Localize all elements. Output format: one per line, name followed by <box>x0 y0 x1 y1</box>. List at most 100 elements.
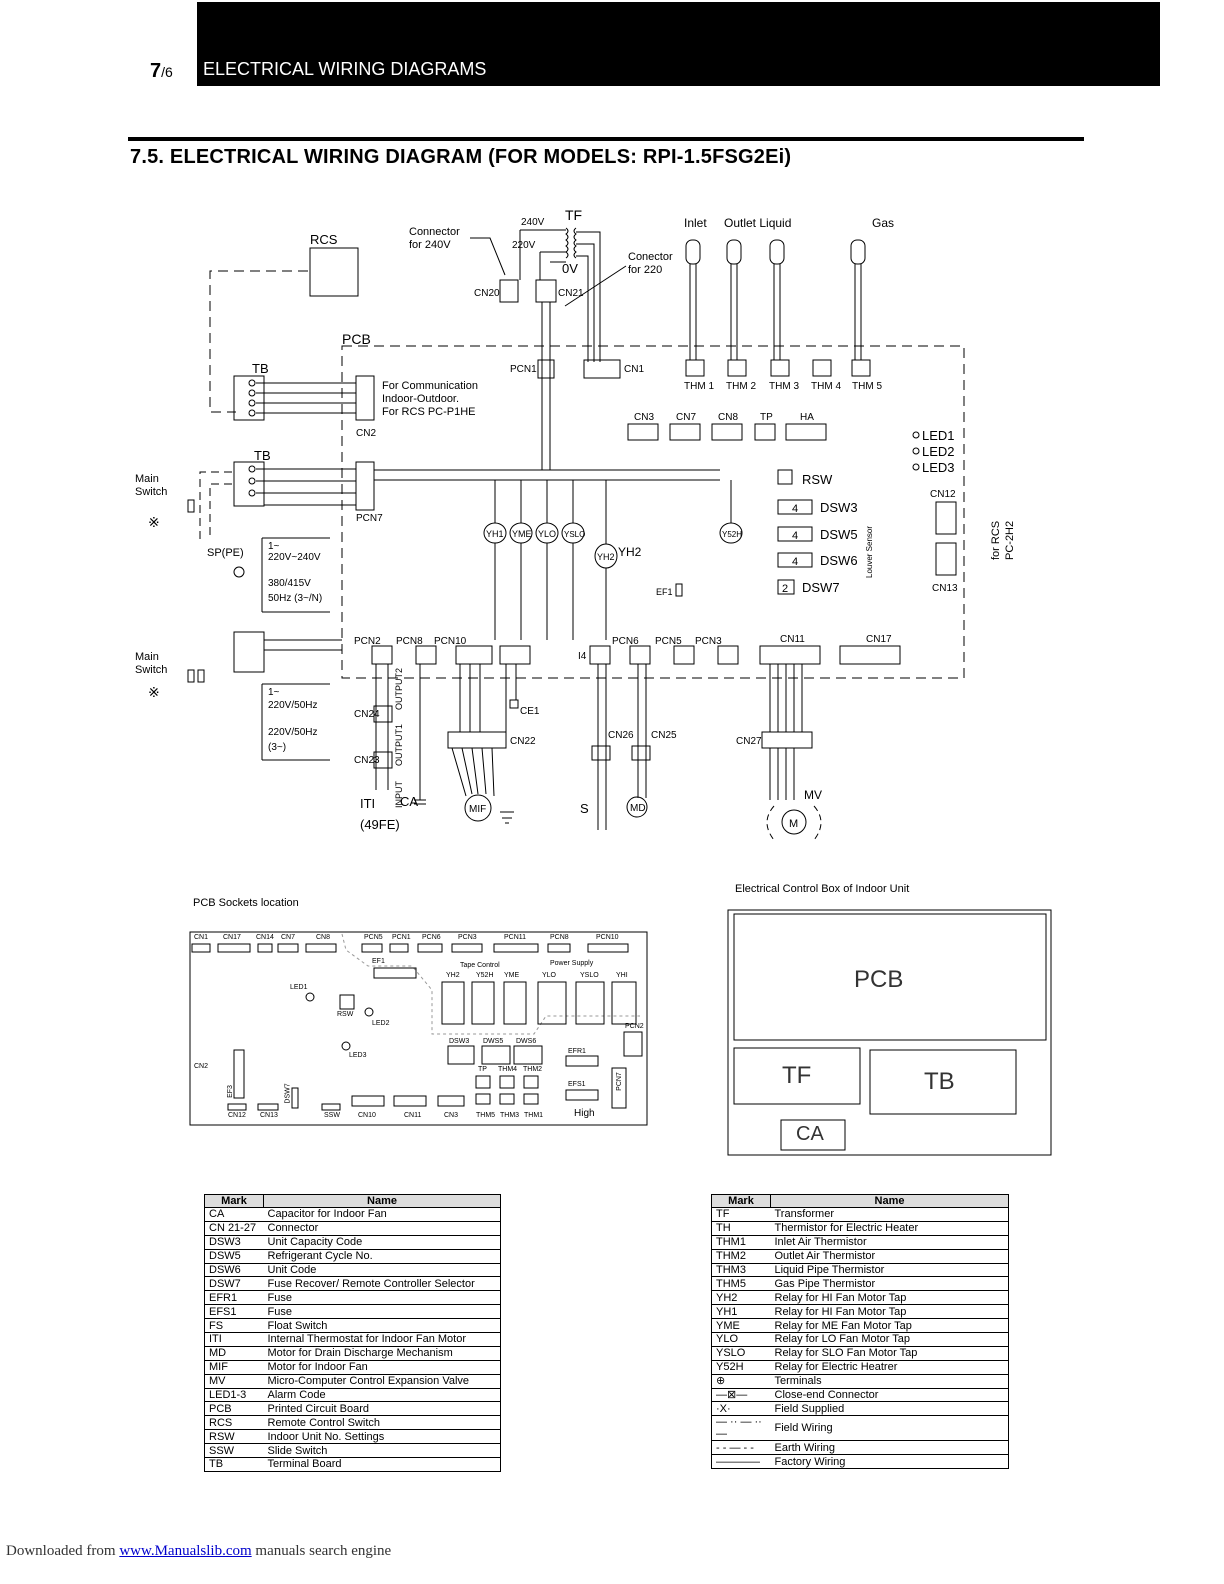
pcb-label: PCB <box>342 331 371 347</box>
y52h-label: Y52H <box>722 530 742 539</box>
control-box-ca <box>780 1119 846 1151</box>
dsw3-label: DSW3 <box>820 500 858 515</box>
cn22-label: CN22 <box>510 736 536 747</box>
pcb-boundary <box>341 345 965 679</box>
legend-name-cell: Relay for SLO Fan Motor Tap <box>770 1346 1009 1361</box>
socket-led3 <box>341 1041 351 1051</box>
legend-name-cell: Terminals <box>770 1374 1009 1389</box>
main-switch-2-fuse-b <box>197 669 205 683</box>
page-number-suffix: /6 <box>161 64 173 80</box>
transformer-primary <box>519 230 541 280</box>
cn11-label: CN11 <box>780 634 805 645</box>
output2-label: OUTPUT2 <box>394 668 404 710</box>
legend-mark-cell: THM5 <box>711 1276 771 1292</box>
legend-row: —⊠—Close-end Connector <box>711 1388 1009 1403</box>
legend-mark-cell: - - — - - <box>711 1440 771 1456</box>
legend-mark-cell: SSW <box>204 1443 264 1459</box>
legend-mark-cell: ITI <box>204 1332 264 1347</box>
legend-mark-cell: EFS1 <box>204 1304 264 1320</box>
comm-line3: For RCS PC-P1HE <box>382 406 476 418</box>
legend-mark-cell: LED1-3 <box>204 1388 264 1403</box>
footer-suffix: manuals search engine <box>255 1543 392 1559</box>
ce1-label: CE1 <box>520 706 540 717</box>
socket-rsw <box>339 994 355 1010</box>
legend-name-cell: Alarm Code <box>263 1388 501 1403</box>
socket-top-label: PCN10 <box>596 934 619 941</box>
49fe-label: (49FE) <box>360 817 400 832</box>
supply-b4: (3~) <box>268 742 286 753</box>
capacitor-symbol <box>414 799 426 805</box>
cn23-connector <box>373 751 393 769</box>
page-number: 7/6 <box>150 60 173 83</box>
socket-top-label: CN7 <box>281 934 296 941</box>
v0-label: 0V <box>562 261 578 276</box>
legend-mark-cell: DSW5 <box>204 1249 264 1264</box>
ce1-connector <box>509 699 519 709</box>
legend-mark-cell: —⊠— <box>711 1388 771 1403</box>
tf-label: TF <box>565 207 582 223</box>
legend-name-cell: Inlet Air Thermistor <box>770 1235 1009 1250</box>
legend-right-header-name: Name <box>770 1194 1009 1208</box>
socket-rsw-label: RSW <box>337 1011 354 1018</box>
legend-left-header-mark: Mark <box>204 1194 264 1208</box>
dsw6-label: DSW6 <box>820 553 858 568</box>
legend-name-cell: Capacitor for Indoor Fan <box>263 1207 501 1222</box>
socket-top-label: PCN6 <box>422 934 441 941</box>
fan-wires <box>451 664 517 797</box>
cn22-connector <box>447 731 507 749</box>
socket-bottom-label: THM5 <box>476 1112 496 1119</box>
socket-power-supply: Power Supply <box>550 960 594 967</box>
pcn3-label: PCN3 <box>695 636 722 647</box>
socket-bottom-label: CN11 <box>404 1112 422 1119</box>
output-wires <box>375 664 421 800</box>
cn24-label: CN24 <box>354 709 380 720</box>
footer: Downloaded from www.Manualslib.com manua… <box>6 1543 391 1560</box>
socket-top-connectors <box>191 943 629 979</box>
connector-220-line2: for 220 <box>628 264 662 276</box>
cn3-label: CN3 <box>634 412 654 423</box>
md-label: MD <box>630 803 646 814</box>
legend-name-cell: Relay for LO Fan Motor Tap <box>770 1332 1009 1347</box>
socket-mid-parts <box>233 1045 627 1109</box>
legend-name-cell: Motor for Indoor Fan <box>263 1360 501 1375</box>
mv-housing <box>766 805 822 841</box>
dsw5-value: 4 <box>792 530 798 542</box>
dsw7-switch <box>777 579 795 595</box>
yslo-label: YSLO <box>564 530 585 539</box>
mif-label: MIF <box>469 804 486 815</box>
socket-top-label: PCN3 <box>458 934 477 941</box>
legend-name-cell: Indoor Unit No. Settings <box>263 1429 501 1445</box>
main-switch-1-line2: Switch <box>135 486 167 498</box>
rcs-field-wire <box>209 270 308 413</box>
control-box-ca-label: CA <box>796 1123 824 1145</box>
socket-dsw6-label: DWS6 <box>516 1038 537 1045</box>
rcs-box <box>309 247 359 297</box>
louver-sensor-label: Louver Sensor <box>865 526 874 578</box>
legend-row: — ·· — ·· —Field Wiring <box>711 1415 1009 1442</box>
socket-top-label: CN14 <box>256 934 274 941</box>
sp-pe-label: SP(PE) <box>207 547 244 559</box>
legend-mark-cell: MV <box>204 1374 264 1389</box>
legend-mark-cell: TF <box>711 1207 771 1222</box>
tb2-terminals <box>248 465 356 506</box>
footer-link[interactable]: www.Manualslib.com <box>119 1543 252 1559</box>
supply-a2: 220V~240V <box>268 552 321 563</box>
legend-row: ————Factory Wiring <box>711 1454 1009 1470</box>
socket-ef1-label: EF1 <box>372 958 385 965</box>
legend-name-cell: Liquid Pipe Thermistor <box>770 1263 1009 1278</box>
socket-ef3-label: EF3 <box>226 1085 234 1098</box>
page-number-main: 7 <box>150 60 162 82</box>
connector-240-line1: Connector <box>409 226 460 238</box>
control-box-pcb-label: PCB <box>854 966 904 993</box>
